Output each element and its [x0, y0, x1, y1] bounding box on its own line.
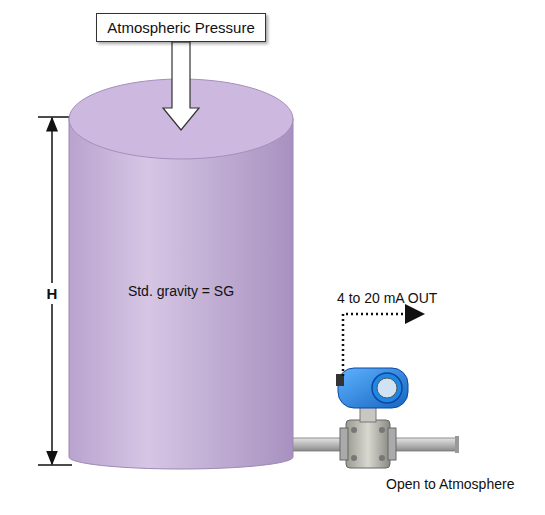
pressure-box: Atmospheric Pressure [96, 13, 266, 42]
signal-label: 4 to 20 mA OUT [337, 290, 437, 306]
tank-outline [68, 78, 294, 470]
pressure-arrow [163, 42, 199, 130]
tank-label: Std. gravity = SG [68, 283, 294, 299]
pressure-transmitter [336, 368, 408, 468]
tank-body [69, 118, 293, 469]
signal-label: 4 to 20 mA OUT [337, 289, 437, 307]
dimension-line [38, 117, 72, 465]
vent-label: Open to Atmosphere [386, 475, 514, 493]
box-title: Atmospheric Pressure [107, 19, 255, 36]
dimension-label: H [43, 283, 62, 304]
signal-line [343, 314, 420, 376]
tank-vessel: Std. gravity = SG [68, 78, 294, 470]
dimension-label: H [43, 283, 62, 304]
vent-label: Open to Atmosphere [386, 476, 514, 492]
